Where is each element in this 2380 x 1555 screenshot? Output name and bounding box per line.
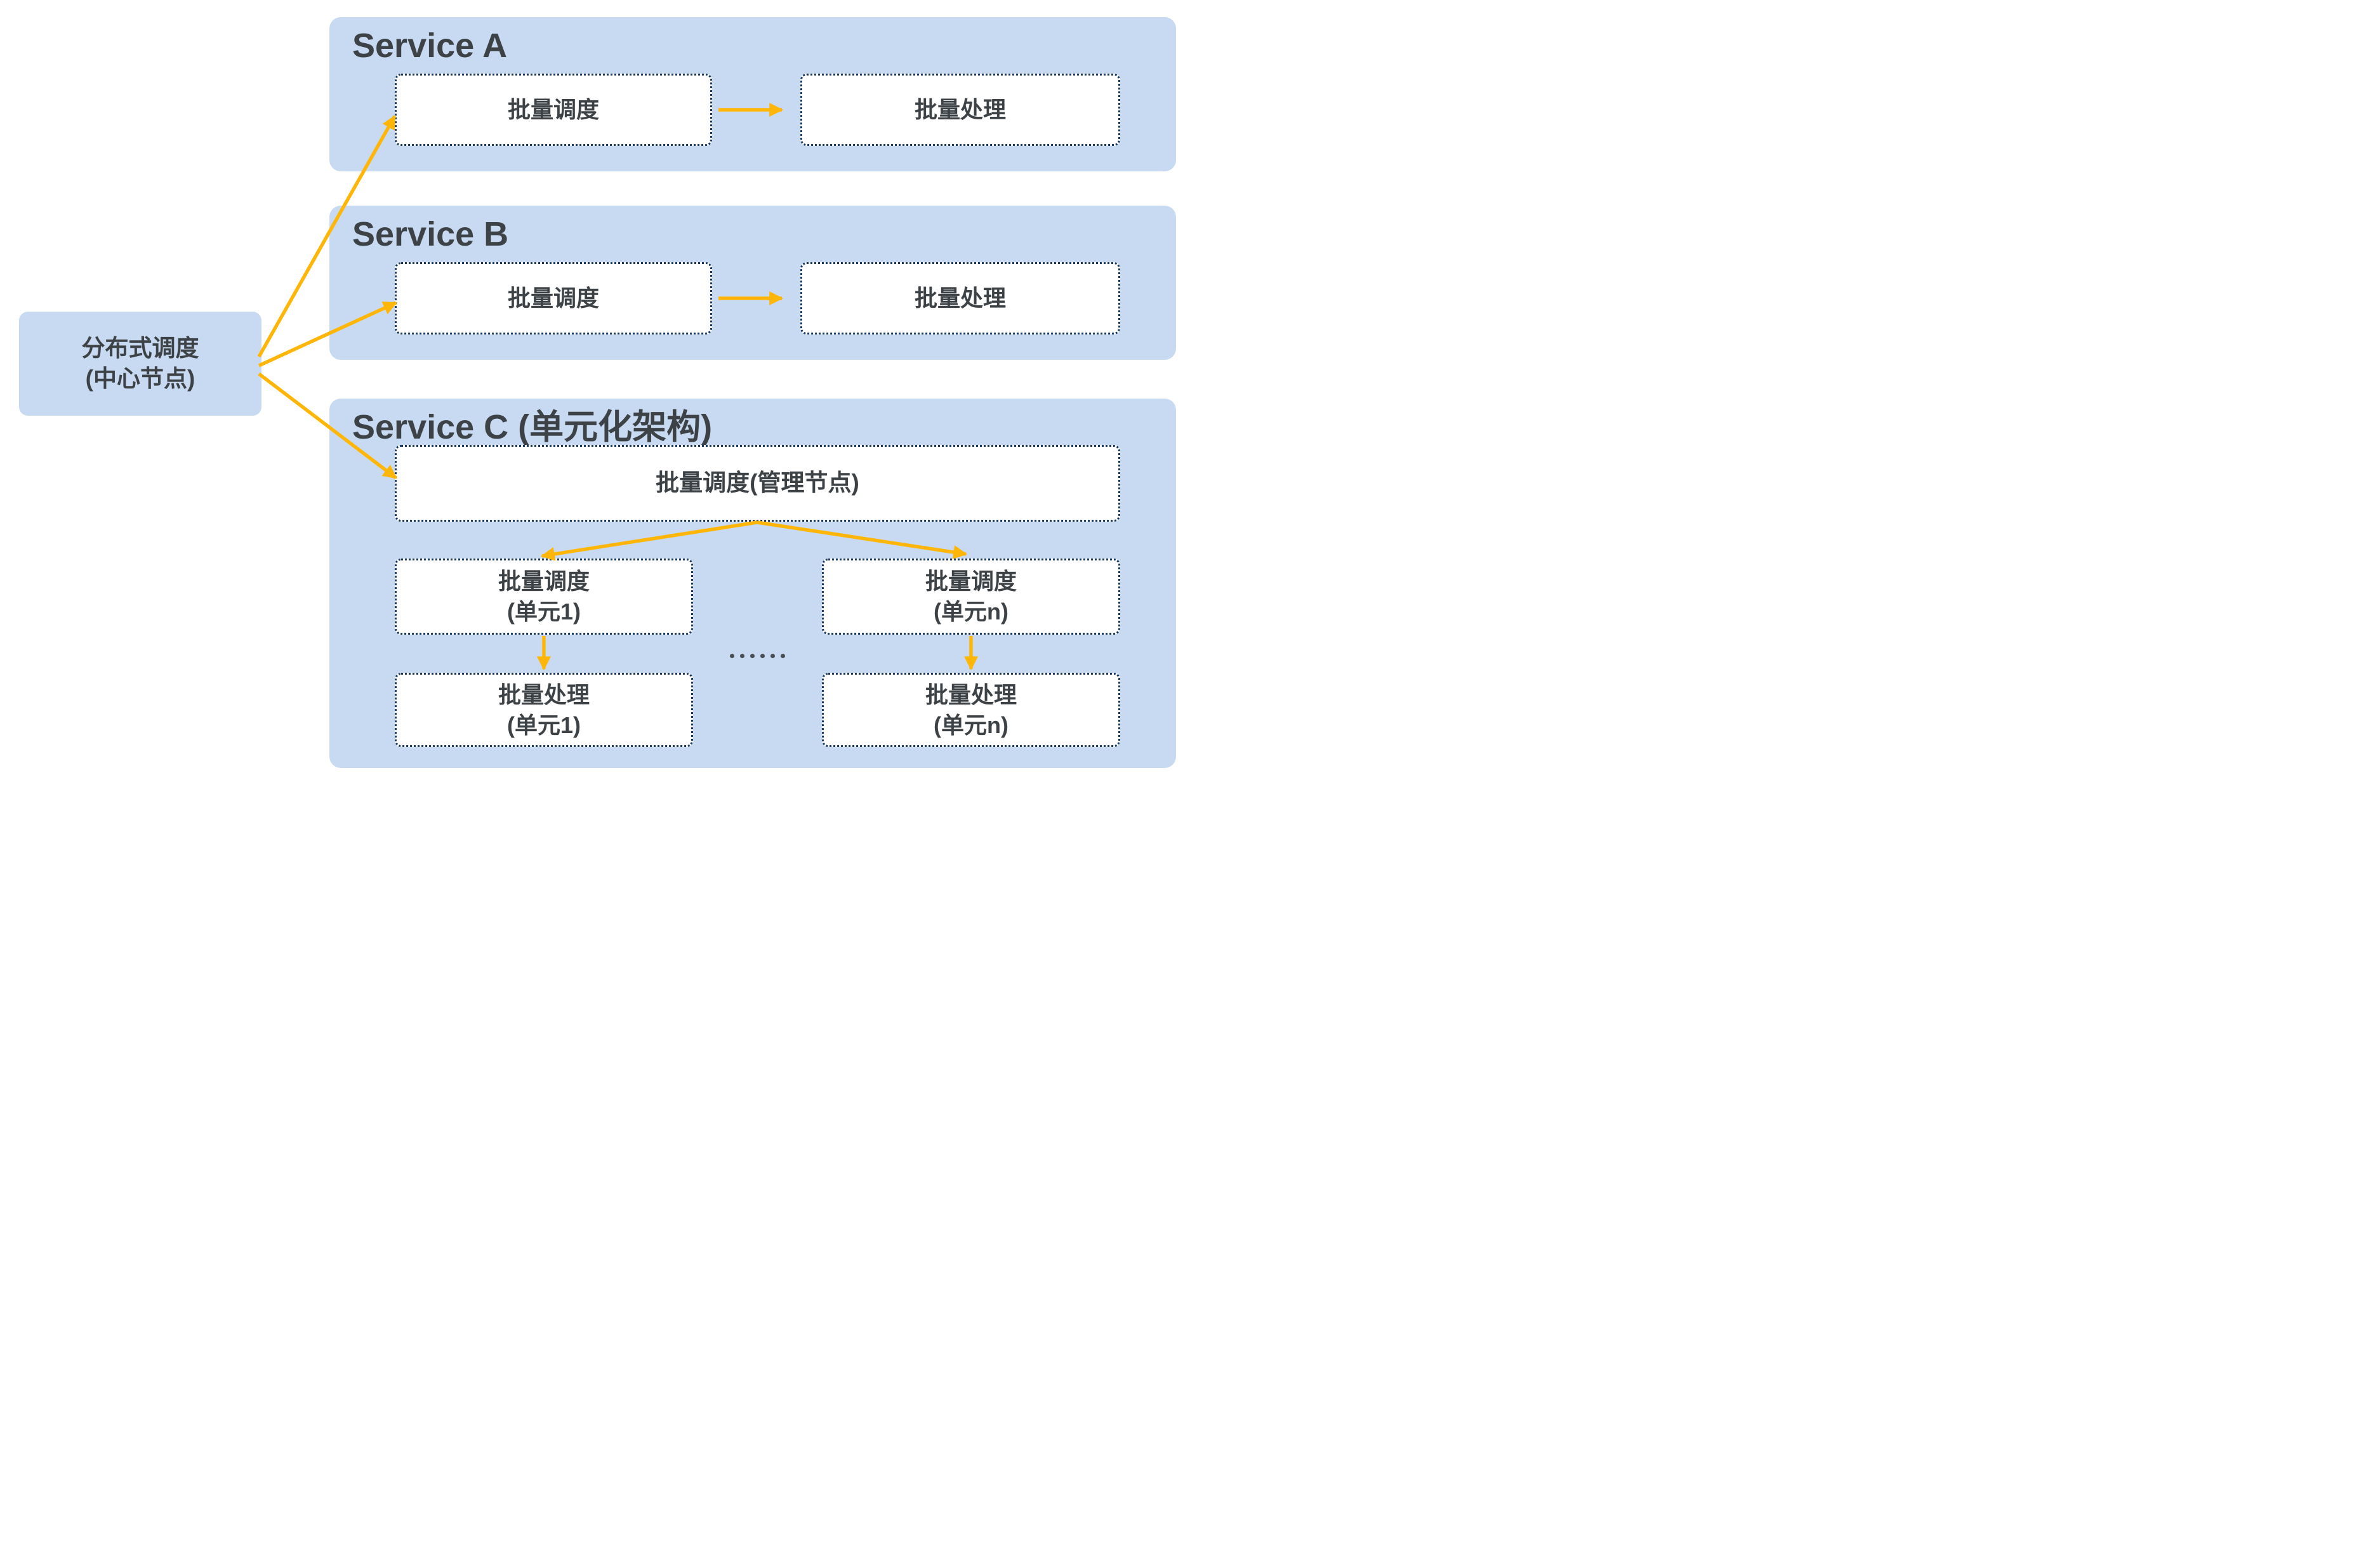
unit1-processing-label-line1: 批量处理 — [498, 681, 590, 708]
service-b-batch-processing-label: 批量处理 — [914, 285, 1006, 312]
ellipsis-dot — [739, 653, 744, 658]
unitn-processing-label-line2: (单元n) — [934, 711, 1008, 738]
service-b-batch-processing-box: 批量处理 — [800, 262, 1120, 334]
unitn-scheduling-label-line2: (单元n) — [934, 599, 1008, 625]
ellipsis-dot — [780, 653, 785, 658]
unitn-scheduling-label-line1: 批量调度 — [925, 568, 1017, 595]
service-c-unitn-scheduling-box: 批量调度 (单元n) — [822, 559, 1120, 635]
distributed-scheduling-diagram: 分布式调度 (中心节点) Service A 批量调度 批量处理 Service… — [0, 0, 1190, 777]
ellipsis-dot — [750, 653, 755, 658]
ellipsis-dot — [729, 653, 734, 658]
central-node-label-line1: 分布式调度 — [81, 334, 199, 361]
unit1-scheduling-label-line2: (单元1) — [507, 599, 581, 625]
unit1-processing-label-line2: (单元1) — [507, 711, 581, 738]
central-node: 分布式调度 (中心节点) — [19, 312, 261, 416]
service-c-unit1-processing-box: 批量处理 (单元1) — [395, 673, 693, 747]
ellipsis-dot — [770, 653, 775, 658]
service-a-batch-processing-label: 批量处理 — [914, 96, 1006, 123]
service-a-batch-scheduling-label: 批量调度 — [507, 96, 599, 123]
ellipsis-dot — [760, 653, 765, 658]
unit1-scheduling-label-line1: 批量调度 — [498, 568, 590, 595]
service-c-title: Service C (单元化架构) — [352, 408, 713, 446]
service-a-batch-scheduling-box: 批量调度 — [395, 74, 712, 146]
central-node-label-line2: (中心节点) — [85, 366, 195, 392]
service-c-unit1-scheduling-box: 批量调度 (单元1) — [395, 559, 693, 635]
service-c-management-scheduling-box: 批量调度(管理节点) — [395, 445, 1120, 522]
service-b-batch-scheduling-box: 批量调度 — [395, 262, 712, 334]
service-a-batch-processing-box: 批量处理 — [800, 74, 1120, 146]
service-a-panel: Service A 批量调度 批量处理 — [329, 17, 1176, 171]
service-b-panel: Service B 批量调度 批量处理 — [329, 206, 1176, 360]
unit-ellipsis-dots: …… — [706, 640, 808, 671]
service-c-management-scheduling-label: 批量调度(管理节点) — [656, 470, 859, 496]
service-b-batch-scheduling-label: 批量调度 — [507, 285, 599, 312]
service-c-panel: Service C (单元化架构) 批量调度(管理节点) 批量调度 (单元1) … — [329, 399, 1176, 768]
service-b-title: Service B — [352, 215, 509, 253]
service-a-title: Service A — [352, 27, 508, 65]
unitn-processing-label-line1: 批量处理 — [925, 681, 1017, 708]
service-c-unitn-processing-box: 批量处理 (单元n) — [822, 673, 1120, 747]
